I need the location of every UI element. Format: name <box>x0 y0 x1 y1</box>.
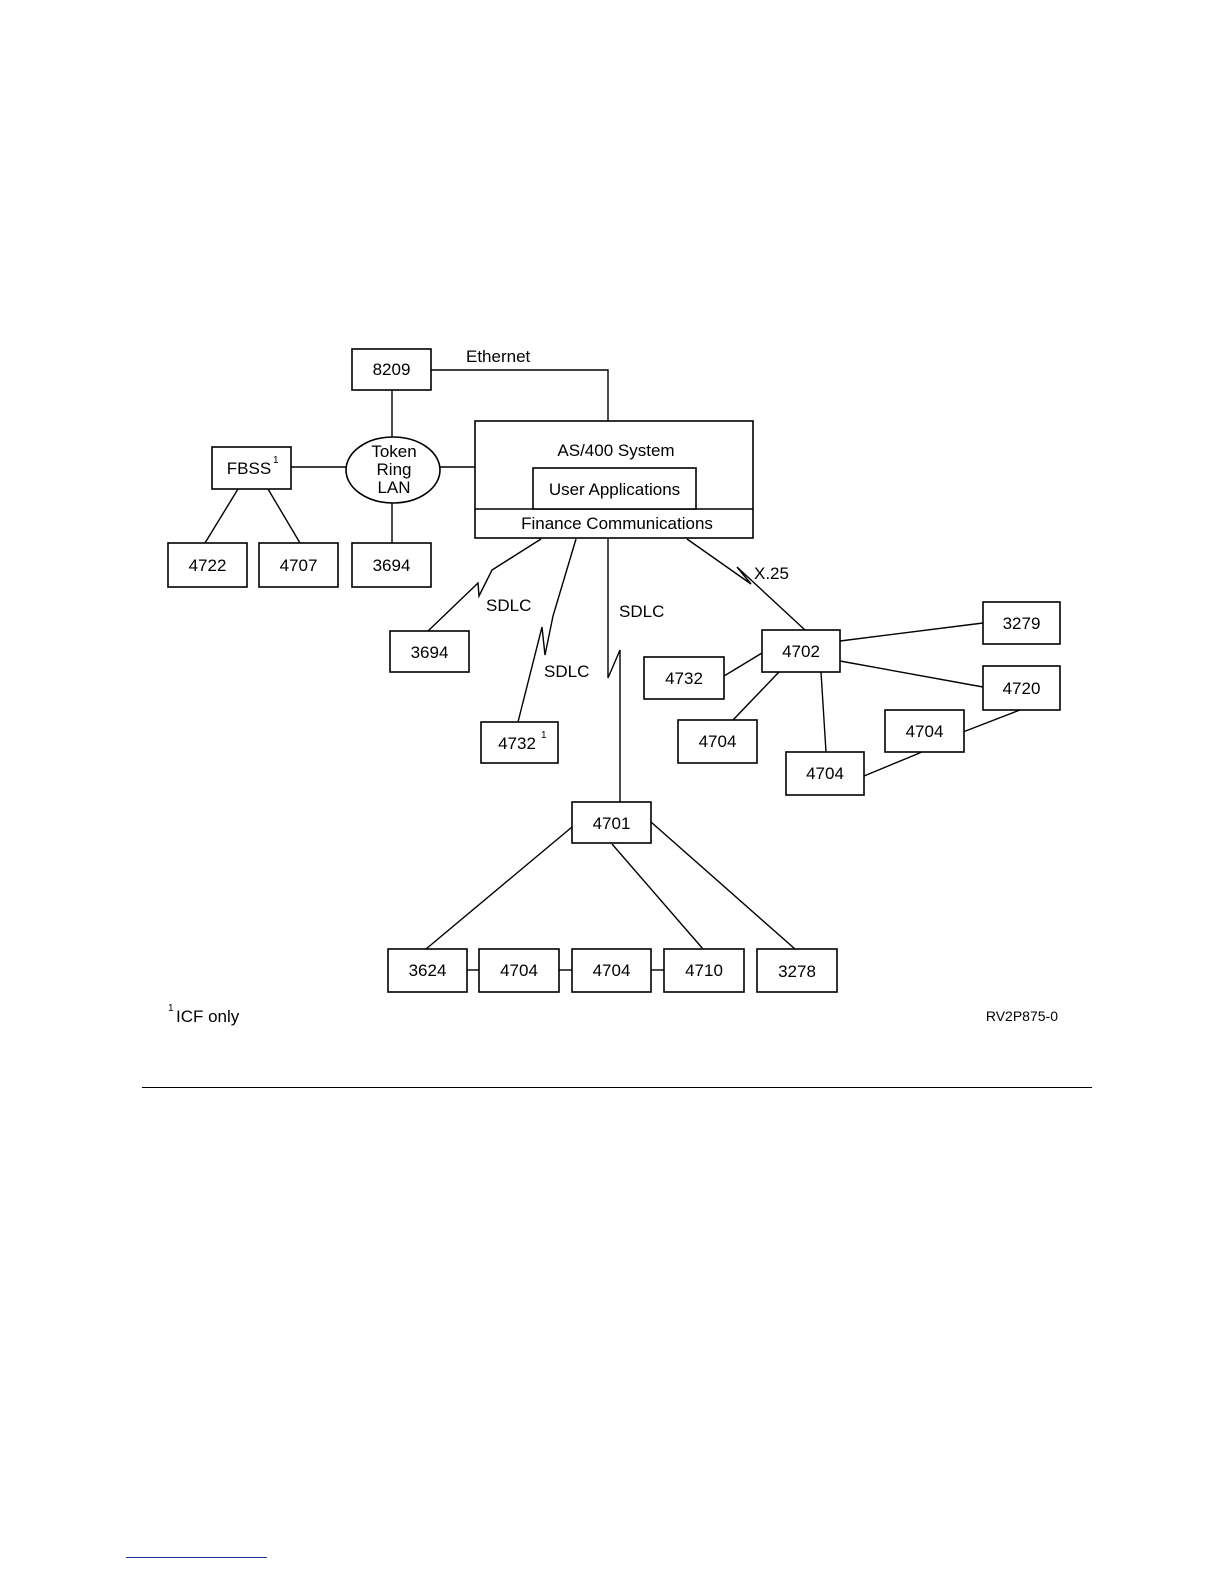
link-4701-4710 <box>612 844 703 949</box>
svg-text:3694: 3694 <box>411 643 449 662</box>
node-fbss: FBSS 1 <box>212 447 291 489</box>
svg-text:Token: Token <box>371 442 416 461</box>
link-4720-4704 <box>963 710 1020 732</box>
svg-text:3694: 3694 <box>373 556 411 575</box>
node-4707: 4707 <box>259 543 338 587</box>
link-4702-4720 <box>840 661 983 687</box>
horizontal-rule <box>142 1087 1092 1088</box>
svg-text:4722: 4722 <box>189 556 227 575</box>
node-3278: 3278 <box>757 949 837 992</box>
node-4704-lower: 4704 <box>786 752 864 795</box>
node-4720: 4720 <box>983 666 1060 710</box>
link-fbss-4707 <box>268 489 300 543</box>
sdlc-link-3694 <box>428 539 541 631</box>
node-4704-upper: 4704 <box>885 710 964 752</box>
node-3694-lan: 3694 <box>352 543 431 587</box>
as400-system: AS/400 System User Applications Finance … <box>475 421 753 538</box>
node-4732-x25: 4732 <box>644 657 724 699</box>
node-4722: 4722 <box>168 543 247 587</box>
svg-text:4707: 4707 <box>280 556 318 575</box>
node-4710: 4710 <box>664 949 744 992</box>
sdlc-label-3: SDLC <box>619 602 664 621</box>
svg-text:4704: 4704 <box>500 961 538 980</box>
x25-link-4702 <box>687 539 805 630</box>
token-ring-lan: Token Ring LAN <box>346 437 440 503</box>
finance-communications: Finance Communications <box>521 514 713 533</box>
node-3624: 3624 <box>388 949 467 992</box>
x25-label: X.25 <box>754 564 789 583</box>
svg-text:Ring: Ring <box>377 460 412 479</box>
svg-text:4704: 4704 <box>806 764 844 783</box>
sdlc-link-4701 <box>608 539 620 802</box>
svg-text:3279: 3279 <box>1003 614 1041 633</box>
ethernet-link <box>431 370 608 421</box>
as400-title: AS/400 System <box>557 441 674 460</box>
footnote-mark: 1 <box>168 1003 174 1014</box>
svg-text:1: 1 <box>541 730 547 741</box>
svg-text:3624: 3624 <box>409 961 447 980</box>
svg-text:4702: 4702 <box>782 642 820 661</box>
svg-text:8209: 8209 <box>373 360 411 379</box>
svg-text:1: 1 <box>273 455 279 466</box>
svg-text:4732: 4732 <box>498 734 536 753</box>
link-4701-3278 <box>651 822 795 949</box>
svg-text:FBSS: FBSS <box>227 459 271 478</box>
link-4702-4732 <box>724 653 762 676</box>
svg-text:4720: 4720 <box>1003 679 1041 698</box>
svg-text:4704: 4704 <box>906 722 944 741</box>
sdlc-label-2: SDLC <box>544 662 589 681</box>
sdlc-link-4732 <box>518 539 576 722</box>
node-8209: 8209 <box>352 349 431 390</box>
svg-text:3278: 3278 <box>778 962 816 981</box>
node-4704-bottom-a: 4704 <box>479 949 559 992</box>
link-4702-4704-left <box>733 672 779 720</box>
ethernet-label: Ethernet <box>466 347 531 366</box>
footnote-text: ICF only <box>176 1007 240 1026</box>
footnote-separator <box>126 1557 267 1558</box>
link-4704-4704-chain <box>864 752 922 776</box>
link-fbss-4722 <box>205 489 238 543</box>
svg-text:4710: 4710 <box>685 961 723 980</box>
node-4732-sdlc: 4732 1 <box>481 722 558 763</box>
figure-id: RV2P875-0 <box>986 1008 1058 1024</box>
svg-text:4701: 4701 <box>593 814 631 833</box>
user-applications: User Applications <box>549 480 680 499</box>
link-4701-3624 <box>426 827 572 949</box>
link-4702-3279 <box>840 623 983 641</box>
svg-text:4732: 4732 <box>665 669 703 688</box>
node-4701: 4701 <box>572 802 651 843</box>
link-4702-4704-lower <box>821 672 826 752</box>
sdlc-label-1: SDLC <box>486 596 531 615</box>
node-4702: 4702 <box>762 630 840 672</box>
node-4704-bottom-b: 4704 <box>572 949 651 992</box>
node-3694-sdlc: 3694 <box>390 631 469 672</box>
node-4704-left: 4704 <box>678 720 757 763</box>
svg-text:4704: 4704 <box>593 961 631 980</box>
node-3279: 3279 <box>983 602 1060 644</box>
svg-text:4704: 4704 <box>699 732 737 751</box>
svg-text:LAN: LAN <box>377 478 410 497</box>
